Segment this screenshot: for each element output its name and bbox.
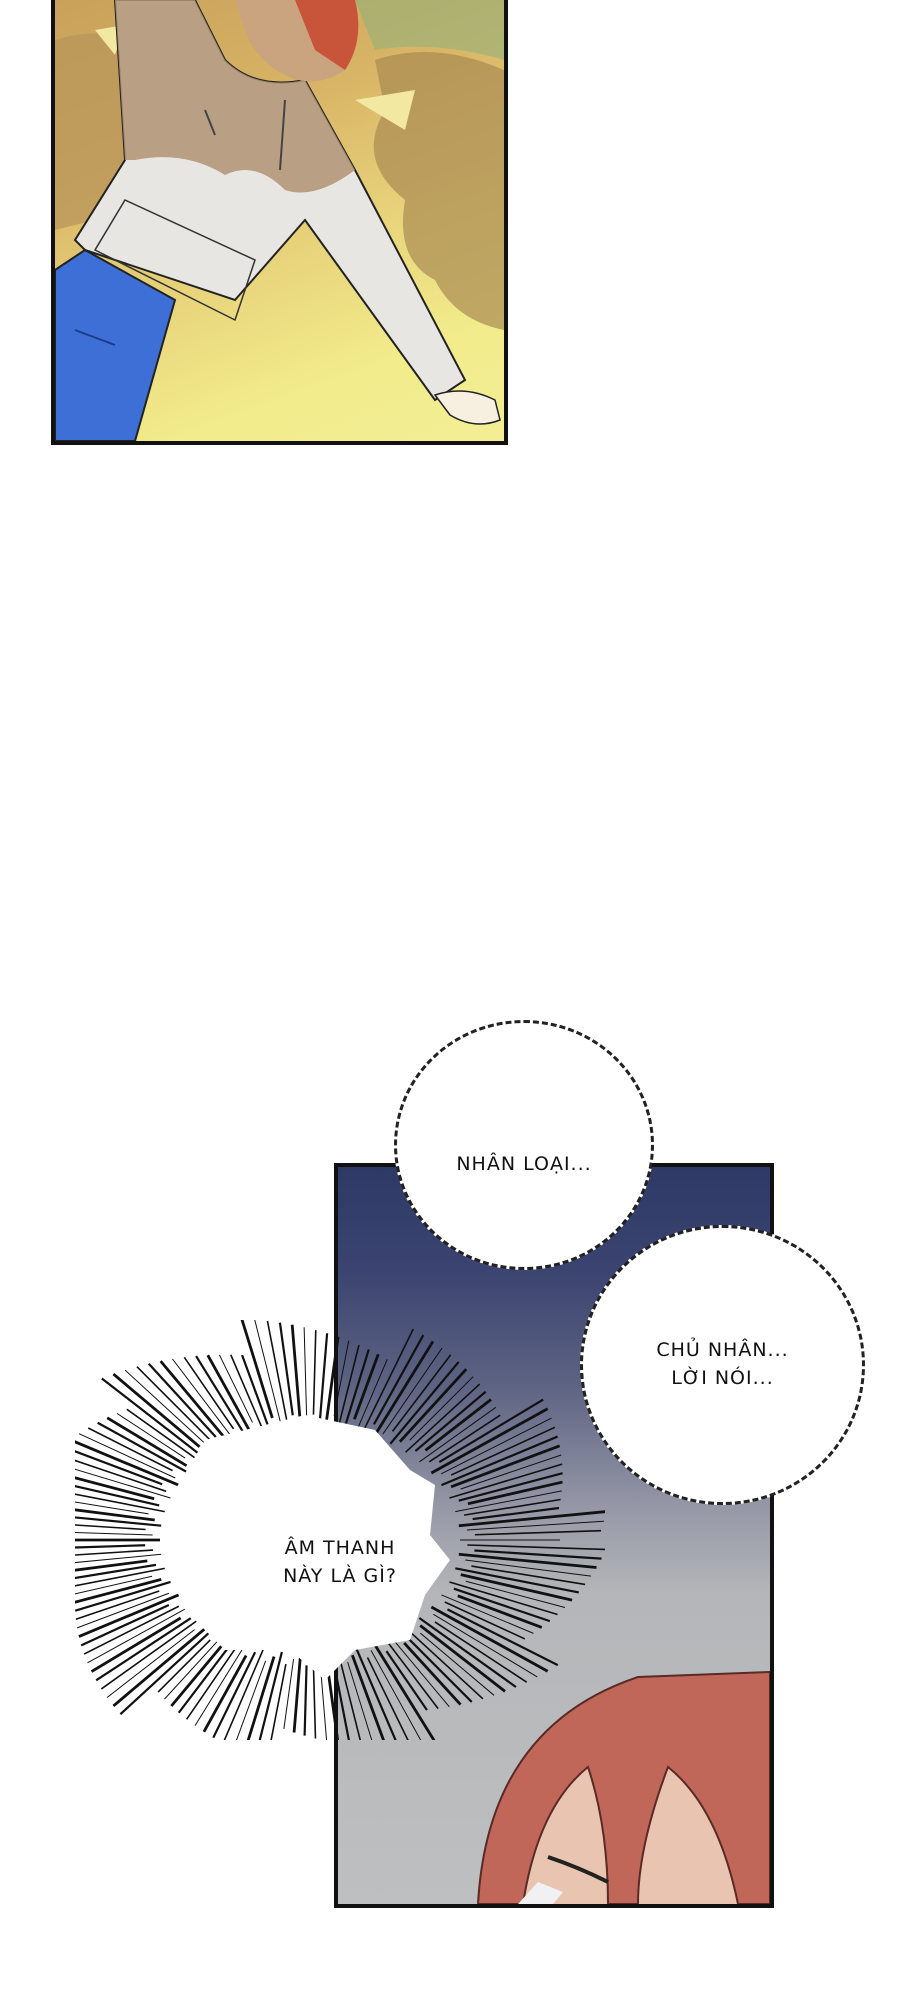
thought-bubble-1: NHÂN LOẠI...	[394, 1020, 654, 1270]
thought-bubble-2: CHỦ NHÂN... LỜI NÓI...	[580, 1225, 865, 1505]
red-haired-character-illustration	[476, 1670, 770, 1904]
thought-bubble-1-text: NHÂN LOẠI...	[456, 1153, 592, 1176]
comic-panel-top	[51, 0, 508, 445]
lying-girl-illustration	[55, 0, 504, 441]
burst-speech-bubble	[75, 1320, 605, 1740]
thought-bubble-2-text: CHỦ NHÂN... LỜI NÓI...	[656, 1339, 789, 1389]
burst-bubble-text: ÂM THANH NÀY LÀ GÌ?	[283, 1537, 397, 1587]
